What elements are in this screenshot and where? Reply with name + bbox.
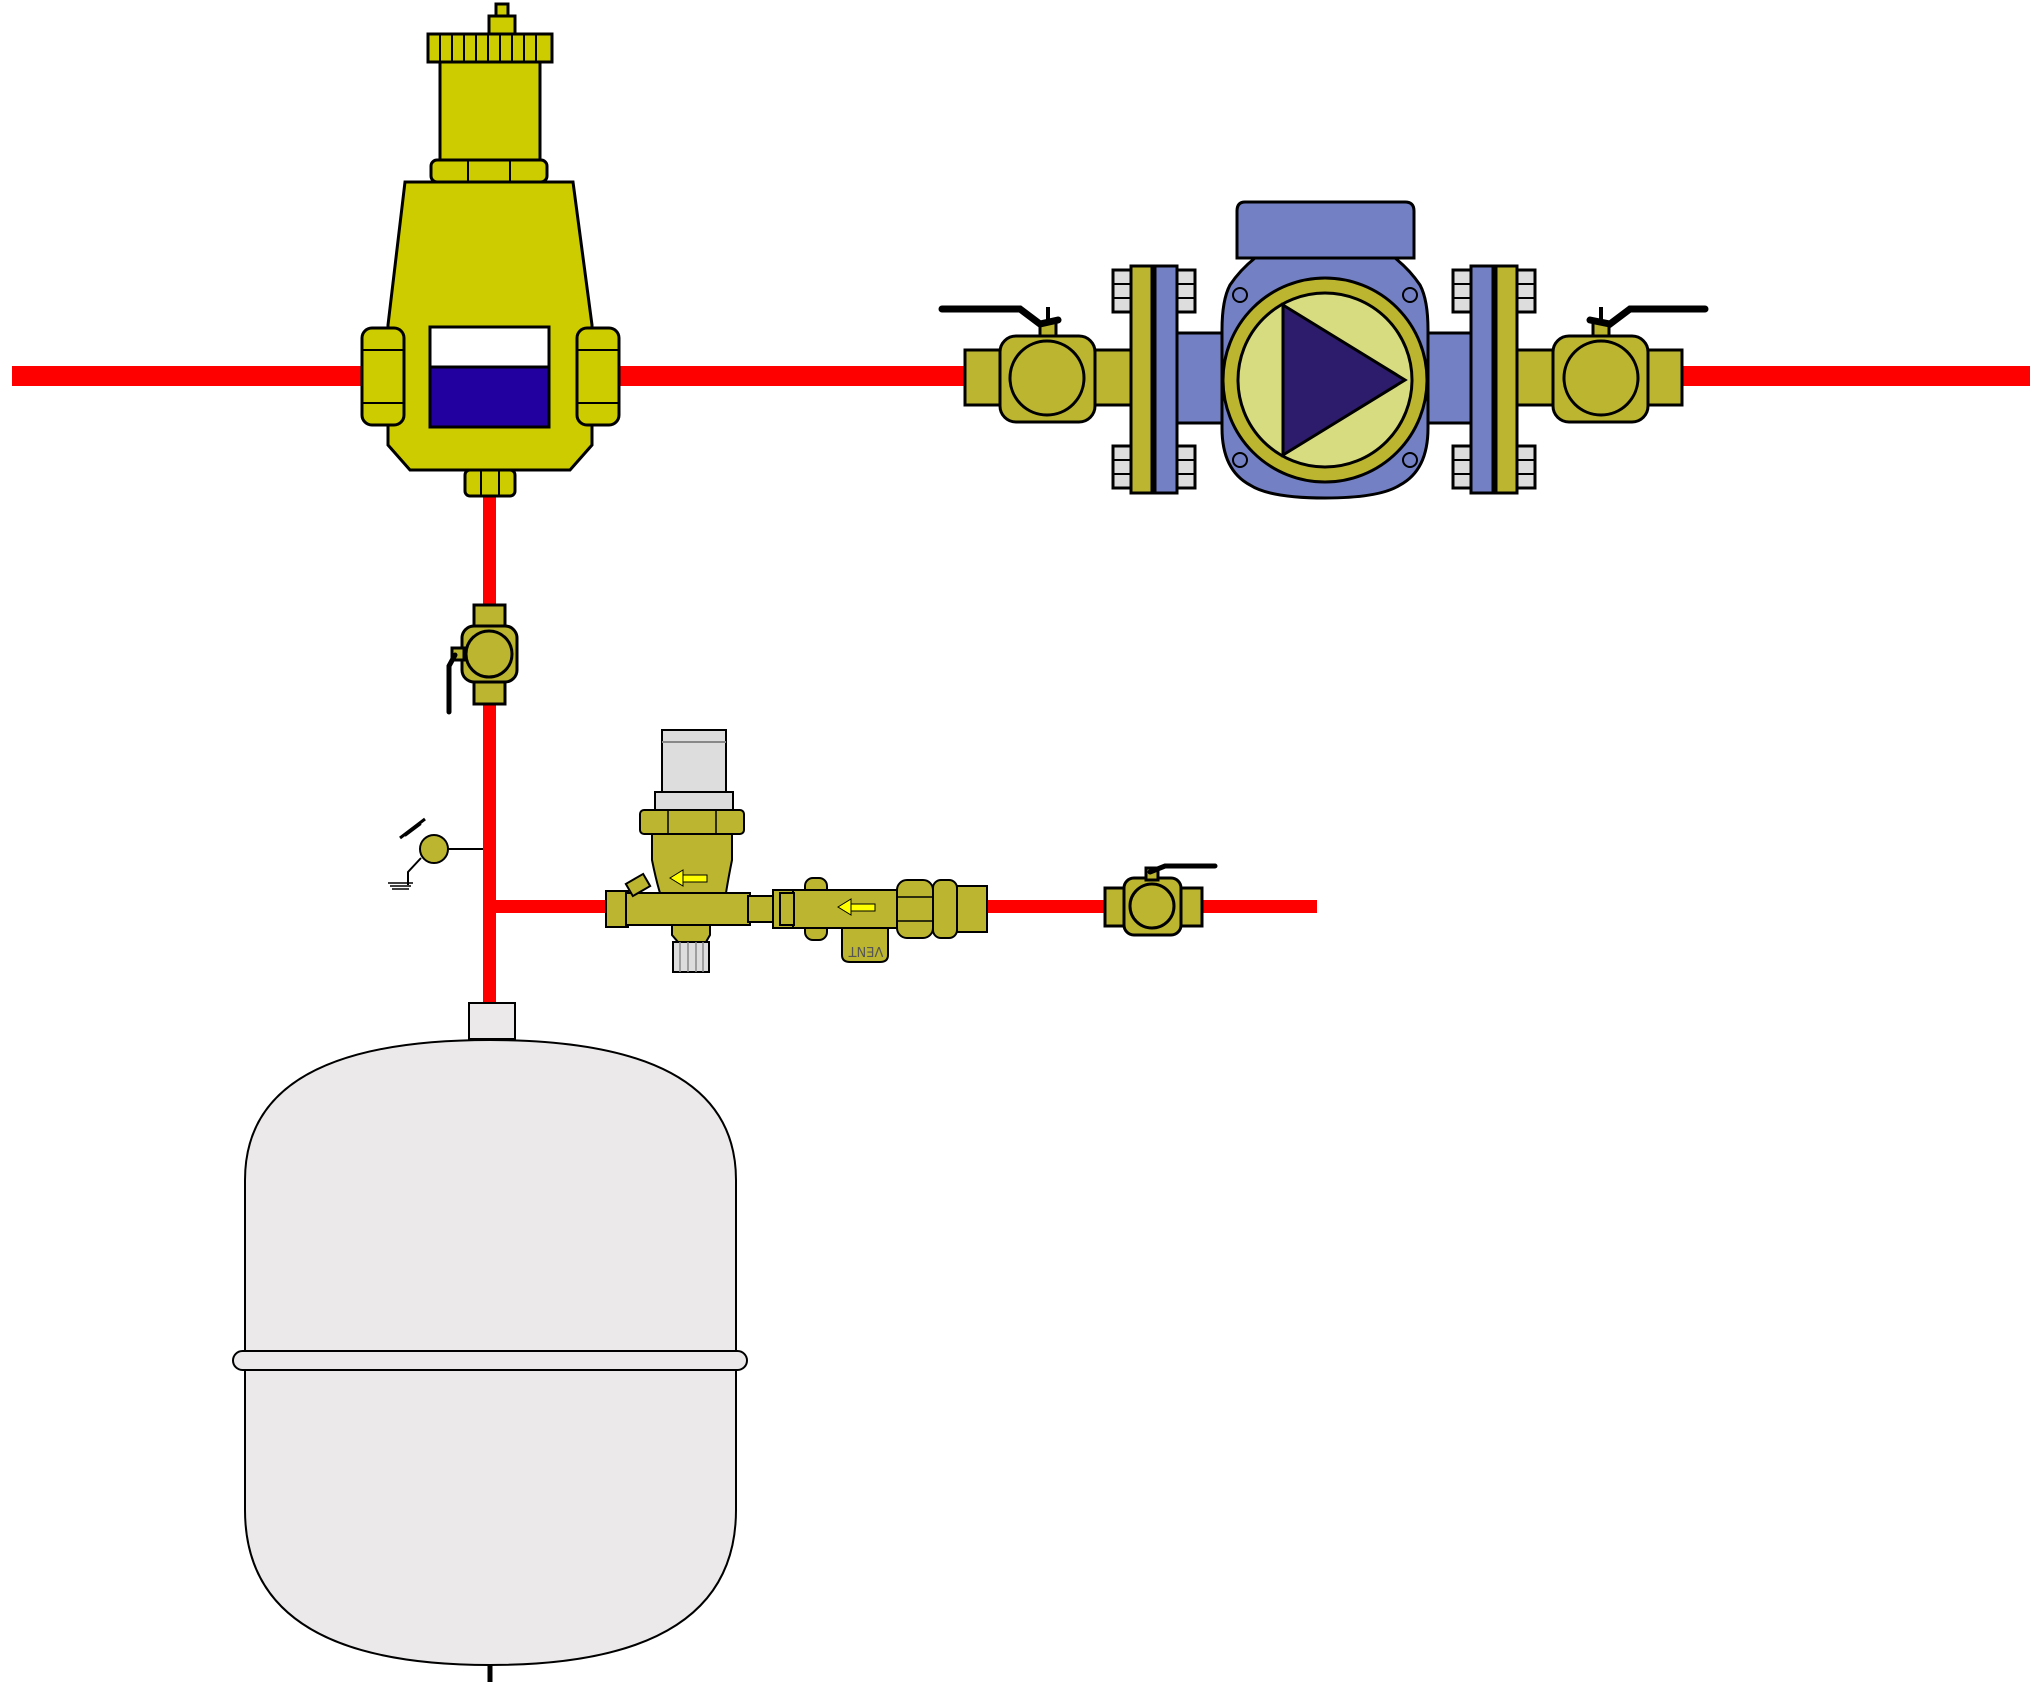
ball-valve-icon — [464, 629, 514, 679]
ball-valve-icon — [1562, 339, 1640, 417]
separator-drain-nut — [463, 468, 517, 498]
pipe-network — [12, 366, 2030, 1005]
fill-line-pipe-left — [483, 900, 607, 913]
check-valve-icon — [837, 898, 876, 916]
prv-knob — [661, 729, 727, 793]
valve-handle[interactable] — [446, 652, 458, 715]
left-top-bolts — [1111, 268, 1197, 314]
pump-terminal-box — [1235, 200, 1416, 260]
ball-valve-icon — [1128, 882, 1176, 930]
air-dirt-separator — [360, 2, 621, 498]
check-right-union — [932, 879, 958, 939]
ball-valve-pump-inlet[interactable] — [938, 305, 1137, 424]
prv-body-horizontal — [625, 892, 751, 926]
left-bottom-bolts — [1111, 444, 1197, 490]
check-valve-marking: VENT — [849, 943, 884, 958]
expansion-tank — [232, 1002, 748, 1682]
pressure-reducing-valve — [605, 729, 774, 973]
check-vent-body — [841, 927, 889, 963]
prv-bonnet-nut — [639, 809, 745, 835]
vent-cap-top — [487, 14, 517, 36]
ball-valve-pump-outlet[interactable] — [1515, 305, 1709, 424]
left-flange-inner — [1153, 264, 1179, 495]
pump-screws — [1232, 287, 1418, 468]
gauge-icon — [419, 834, 449, 864]
valve-handle[interactable] — [1586, 305, 1709, 328]
check-left-neck — [779, 892, 795, 926]
check-right-tail — [956, 885, 988, 933]
prv-outlet-nipple — [747, 895, 774, 923]
sight-glass-water — [428, 365, 551, 429]
pump-inlet-stub — [1175, 331, 1229, 425]
pressure-gauge-tap — [388, 817, 483, 890]
flow-arrow-icon — [669, 869, 708, 887]
tank-inlet-connector — [468, 1002, 516, 1040]
ball-valve-fill-line[interactable] — [1103, 863, 1218, 937]
sight-glass-air — [428, 325, 551, 369]
left-flange-outer — [1129, 264, 1154, 495]
prv-left-nut — [605, 890, 629, 928]
vertical-pipe — [483, 485, 496, 1005]
valve-handle[interactable] — [1147, 863, 1218, 875]
right-bottom-bolts — [1451, 444, 1537, 490]
prv-lower-body — [671, 924, 711, 943]
ball-valve-icon — [1008, 339, 1086, 417]
vent-hex-nut — [429, 158, 549, 184]
check-valve: VENT — [772, 877, 988, 963]
vent-cylinder — [438, 60, 542, 162]
right-top-bolts — [1451, 268, 1537, 314]
tank-clamp-band — [232, 1350, 748, 1371]
drain-symbol — [388, 882, 413, 890]
prv-bonnet — [651, 833, 733, 894]
separator-right-nut — [575, 326, 621, 427]
ball-valve-vertical[interactable] — [446, 603, 519, 715]
right-flange-outer — [1494, 264, 1519, 495]
right-flange-inner — [1469, 264, 1495, 495]
prv-gauge-port — [624, 872, 652, 898]
separator-left-nut — [360, 326, 406, 427]
check-right-nut — [896, 879, 934, 939]
valve-handle[interactable] — [938, 305, 1062, 328]
circulation-pump — [1111, 200, 1537, 500]
pump-icon — [1281, 302, 1408, 458]
vent-cap-knurl — [426, 32, 554, 64]
main-pipe-right — [1680, 366, 2030, 386]
